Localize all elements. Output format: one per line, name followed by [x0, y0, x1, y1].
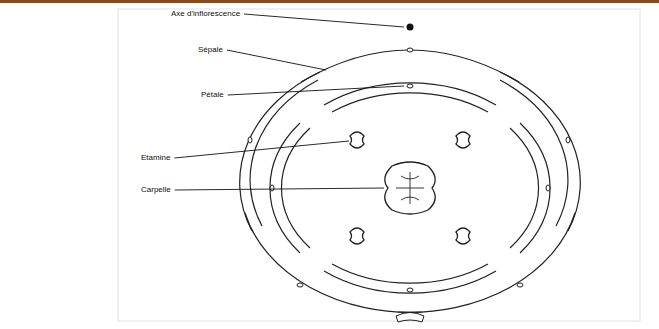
sepal-veins: [248, 48, 570, 287]
part-label: Axe d'inflorescence: [170, 10, 241, 18]
leader-line: [228, 86, 404, 95]
part-label: Carpelle: [140, 186, 172, 194]
leader-line: [227, 50, 326, 70]
leader-line: [175, 188, 384, 190]
bract: [396, 313, 424, 323]
carpel: [385, 162, 435, 214]
part-label: Pétale: [200, 91, 225, 99]
top-rule: [0, 0, 659, 3]
part-label: Sépale: [197, 46, 224, 54]
part-label: Etamine: [140, 154, 171, 162]
leader-line: [174, 141, 349, 158]
image-frame: [118, 9, 640, 321]
sepals: [240, 50, 581, 312]
inflorescence-axis: [407, 24, 414, 31]
petal-veins: [270, 84, 550, 292]
petals: [270, 83, 550, 293]
leader-line: [244, 14, 404, 27]
